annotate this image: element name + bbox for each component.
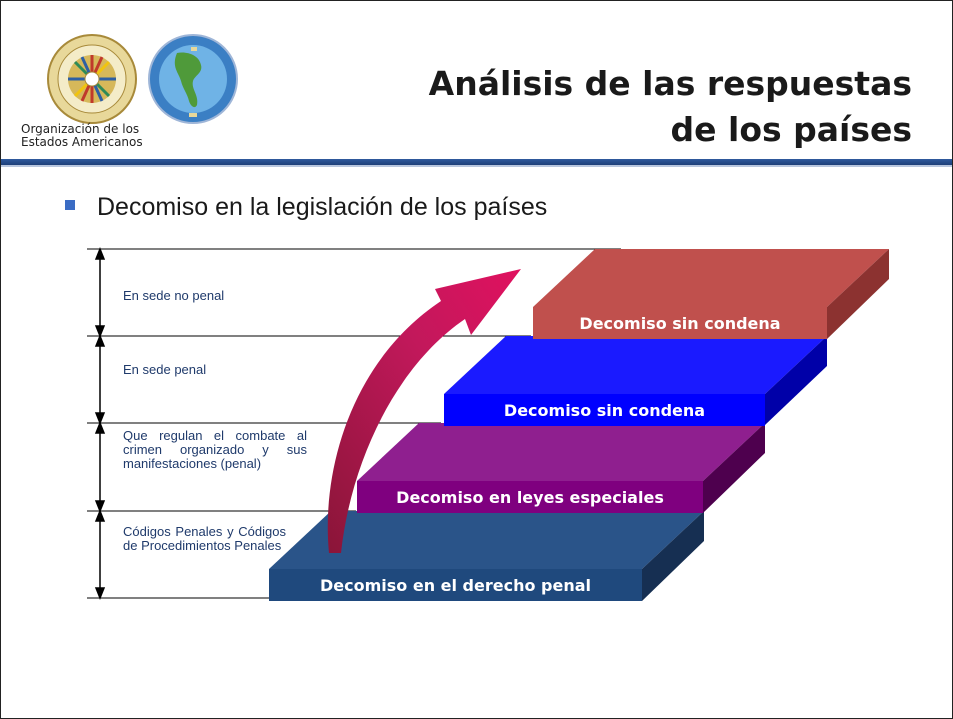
step-leyes-especiales <box>357 423 765 513</box>
title-line1: Análisis de las respuestas <box>428 64 912 103</box>
level-label-codigos-penales: Códigos Penales y Códigos de Procedimien… <box>123 524 286 553</box>
oas-seal-logo <box>47 34 137 124</box>
step-label-sin-condena-top: Decomiso sin condena <box>579 314 781 333</box>
organization-name: Organización de los Estados Americanos <box>21 123 143 149</box>
header-divider-shadow <box>1 165 952 167</box>
bullet-text: Decomiso en la legislación de los países <box>97 193 548 221</box>
step-label-leyes-especiales: Decomiso en leyes especiales <box>396 488 664 507</box>
title-line2: de los países <box>670 110 912 149</box>
step-sin-condena-penal <box>444 336 827 426</box>
level-label-crimen-organizado: Que regulan el combate al crimen organiz… <box>123 428 307 471</box>
header-divider-bar <box>1 159 952 165</box>
level-guide-lines <box>87 248 621 599</box>
step-derecho-penal <box>269 511 704 601</box>
org-name-line2: Estados Americanos <box>21 135 143 149</box>
page-title: Análisis de las respuestas de los países <box>392 61 912 153</box>
bullet-item: Decomiso en la legislación de los países <box>65 193 547 222</box>
level-label-sede-no-penal: En sede no penal <box>123 288 225 303</box>
step-sin-condena-no-penal <box>533 249 889 339</box>
step-label-derecho-penal: Decomiso en el derecho penal <box>319 576 592 595</box>
cicad-globe-logo <box>148 34 238 124</box>
curved-up-arrow <box>327 269 521 553</box>
level-dimension-arrows <box>94 246 106 601</box>
level-label-sede-penal: En sede penal <box>123 362 207 377</box>
org-name-line1: Organización de los <box>21 122 140 136</box>
bullet-square-icon <box>65 200 75 211</box>
step-label-sin-condena-middle: Decomiso sin condena <box>503 401 706 420</box>
